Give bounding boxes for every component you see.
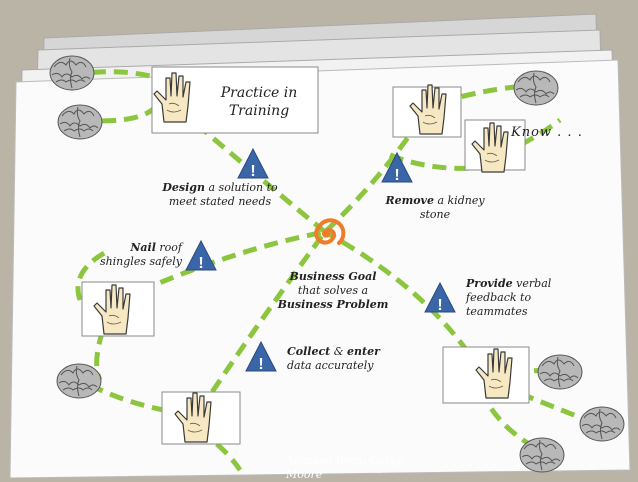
know-label: Know . . .	[511, 125, 583, 140]
business-goal-connector: that solves a	[297, 284, 369, 297]
svg-text:!: !	[394, 167, 399, 184]
brain-icon	[49, 55, 95, 91]
brain-icon	[57, 104, 103, 140]
brain-icon	[519, 437, 565, 473]
task-nail: Nail roof shingles safely	[99, 241, 182, 268]
svg-text:!: !	[437, 297, 442, 314]
brain-icon	[537, 354, 583, 390]
warning-triangle-icon: !	[185, 240, 217, 272]
svg-text:!: !	[258, 356, 263, 373]
task-collect: Collect & enter data accurately	[287, 345, 380, 372]
practice-title-line1: Practice in	[220, 85, 298, 101]
warning-triangle-icon: !	[245, 341, 277, 373]
warning-triangle-icon: !	[424, 282, 456, 314]
business-goal-heading: Business Goal	[289, 270, 377, 283]
brain-icon	[56, 363, 102, 399]
task-design: Design a solution to meet stated needs	[162, 181, 278, 208]
svg-text:!: !	[250, 163, 255, 180]
task-remove: Remove a kidney stone	[385, 194, 485, 221]
brain-icon	[579, 406, 625, 442]
warning-triangle-icon: !	[237, 148, 269, 180]
warning-triangle-icon: !	[381, 152, 413, 184]
task-provide: Provide verbal feedback to teammates	[466, 277, 552, 318]
business-problem-heading: Business Problem	[277, 298, 389, 311]
svg-text:!: !	[198, 255, 203, 272]
business-goal: Business Goal that solves a Business Pro…	[268, 270, 398, 312]
practice-title-line2: Training	[228, 103, 290, 119]
practice-title: Practice in Training	[200, 84, 318, 120]
brain-icon	[513, 70, 559, 106]
spiral-icon	[314, 218, 346, 245]
